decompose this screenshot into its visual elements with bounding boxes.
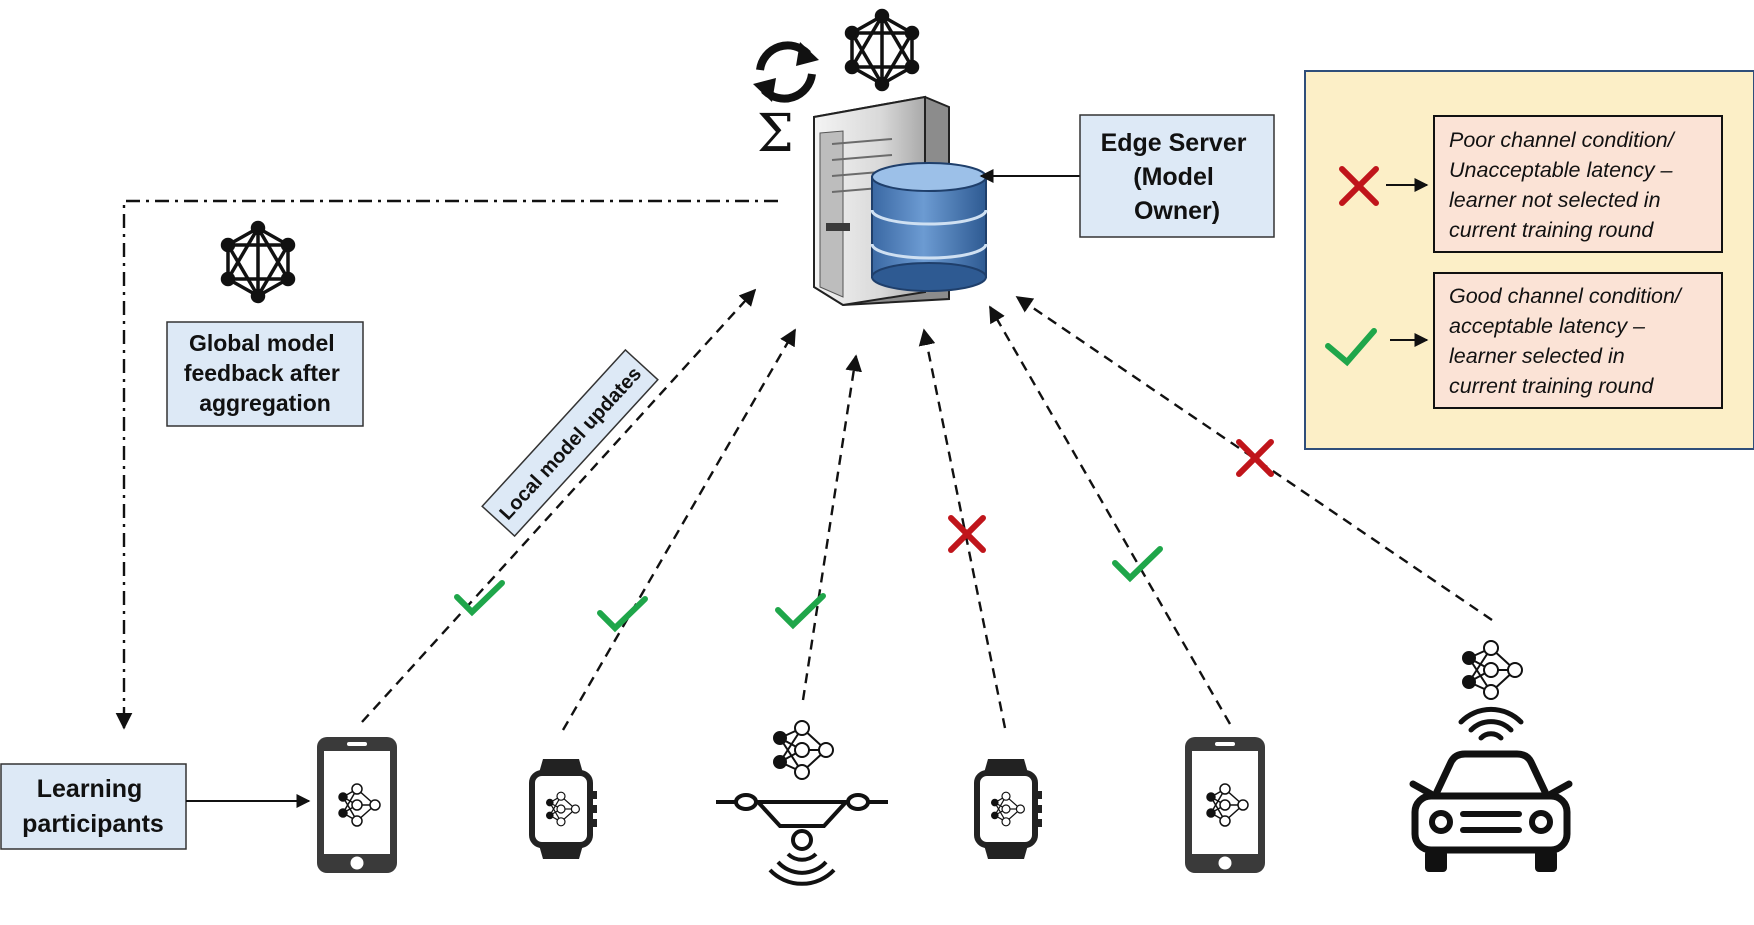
global-feedback-line-3: aggregation <box>199 390 331 416</box>
server-label-line-1: Edge Server <box>1101 129 1247 157</box>
local-model-icon <box>773 720 834 780</box>
legend-cross-icon <box>1339 166 1379 206</box>
status-marks <box>454 439 1274 633</box>
participants-label: Learning participants <box>22 775 164 838</box>
local-model-icon <box>1462 640 1523 700</box>
smartwatch-icon <box>974 759 1042 859</box>
connected-car-icon <box>1409 640 1573 872</box>
check-icon-3 <box>775 593 826 630</box>
server-label-box <box>1079 114 1275 238</box>
wifi-signal-icon <box>1458 706 1524 741</box>
participants-label-box <box>0 763 187 850</box>
legend-good-line-4: current training round <box>1449 374 1654 398</box>
check-icon-4 <box>1112 546 1163 583</box>
smartphone-icon <box>317 737 397 873</box>
legend-check-icon <box>1325 328 1377 367</box>
global-model-icon <box>844 8 920 92</box>
check-icon-1 <box>454 580 505 617</box>
legend-item-good <box>1433 272 1723 409</box>
update-line-phone-1 <box>361 288 757 723</box>
legend-poor-line-4: current training round <box>1449 218 1654 242</box>
local-update-lines <box>361 288 1493 731</box>
update-line-phone-2 <box>988 305 1232 725</box>
legend-poor-line-3: learner not selected in <box>1449 188 1661 212</box>
check-icon-2 <box>597 596 648 633</box>
global-feedback-line-1: Global model <box>189 330 335 356</box>
local-model-icon <box>338 783 381 827</box>
legend-good-line-1: Good channel condition/ <box>1449 284 1683 308</box>
local-updates-tag: Local model updates <box>481 348 659 538</box>
global-feedback-line-2: feedback after <box>184 360 340 386</box>
sync-icon <box>753 41 819 103</box>
feedback-model-icon <box>220 220 296 304</box>
participants-label-line-1: Learning <box>37 775 143 803</box>
legend-poor-line-2: Unacceptable latency – <box>1449 158 1674 182</box>
smartwatch-icon <box>529 759 597 859</box>
server-label-line-3: Owner) <box>1134 197 1220 225</box>
server-label-line-2: (Model <box>1133 163 1214 191</box>
local-model-icon <box>990 791 1026 827</box>
update-line-car <box>1015 296 1493 621</box>
legend-item-poor <box>1433 115 1723 253</box>
participants-label-line-2: participants <box>22 810 164 838</box>
global-feedback-label: Global model feedback after aggregation <box>184 330 346 416</box>
cross-icon-2 <box>1236 439 1274 477</box>
cross-icon-1 <box>948 515 986 553</box>
legend-good-line-3: learner selected in <box>1449 344 1625 368</box>
server-label: Edge Server (Model Owner) <box>1101 129 1254 225</box>
global-feedback-box <box>166 321 364 427</box>
update-line-watch-1 <box>561 328 797 731</box>
aggregation-sigma: Σ <box>757 104 794 164</box>
legend-good-text: Good channel condition/ acceptable laten… <box>1449 284 1687 398</box>
update-line-drone <box>801 354 862 701</box>
local-updates-label: Local model updates <box>495 363 646 525</box>
local-model-icon <box>545 791 581 827</box>
database-icon <box>870 162 988 292</box>
drone-icon <box>716 720 888 886</box>
legend-poor-text: Poor channel condition/ Unacceptable lat… <box>1449 128 1680 242</box>
local-model-icon <box>1206 783 1249 827</box>
smartphone-icon <box>1185 737 1265 873</box>
legend-good-line-2: acceptable latency – <box>1449 314 1646 338</box>
legend-poor-line-1: Poor channel condition/ <box>1449 128 1676 152</box>
